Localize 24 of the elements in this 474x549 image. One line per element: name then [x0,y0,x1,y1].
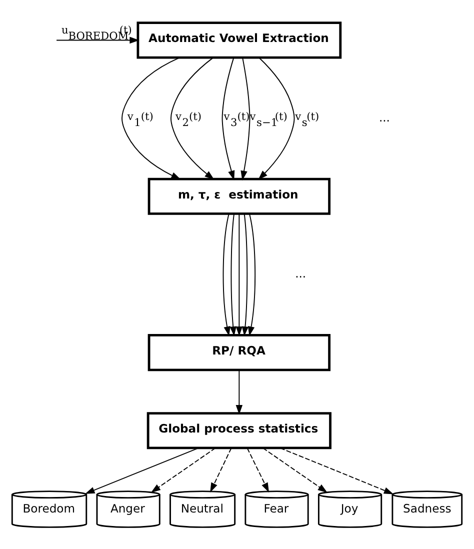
arrow [236,212,243,336]
arrow [150,447,216,492]
node-box: Global process statistics [146,412,332,449]
arrow [230,212,236,336]
arrow [122,56,181,180]
label: ... [295,266,306,280]
node-box: m, τ, ε estimation [148,177,330,214]
arrow [210,447,232,492]
arrow [56,36,140,44]
arrow [85,447,199,494]
arrow [280,447,394,494]
arrow [246,447,269,492]
label: ... [378,110,390,124]
node-box: RP/ RQA [148,333,330,371]
node-box: Automatic Vowel Extraction [136,21,342,58]
arrow [222,56,235,180]
arrow [262,447,328,492]
arrow [170,56,214,180]
arrow [242,212,249,336]
arrow [248,212,256,336]
arrow [240,56,250,180]
arrow [236,369,243,414]
arrow [222,212,230,336]
arrow [258,56,295,180]
